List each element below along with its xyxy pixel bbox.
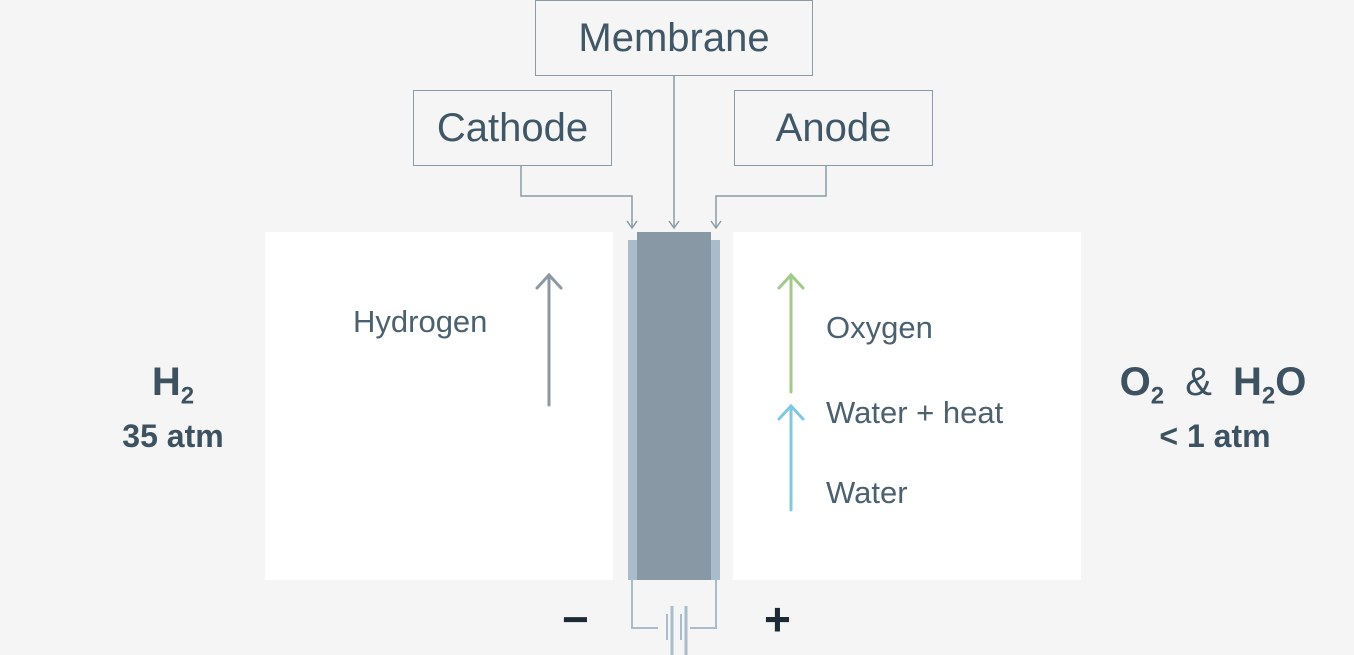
membrane-label-box: Membrane: [535, 0, 813, 76]
cathode-chamber: [265, 232, 613, 580]
oxygen-arrow: [777, 272, 805, 394]
negative-terminal: −: [562, 593, 589, 645]
anode-pressure: < 1 atm: [1159, 418, 1271, 454]
positive-terminal: +: [764, 593, 791, 645]
cathode-electrode: [628, 240, 637, 580]
hydrogen-arrow: [535, 272, 563, 407]
water-flow-label: Water: [826, 475, 908, 510]
battery-circuit: [631, 580, 717, 655]
cathode-label-box: Cathode: [413, 90, 612, 166]
hydrogen-flow-label: Hydrogen: [353, 304, 488, 339]
anode-leader: [710, 166, 827, 230]
oxygen-flow-label: Oxygen: [826, 310, 933, 345]
anode-label-box: Anode: [734, 90, 933, 166]
cathode-leader: [520, 166, 638, 230]
oxygen-water-formula: O2 & H2O: [1119, 360, 1307, 410]
hydrogen-formula: H2: [151, 360, 195, 410]
anode-label: Anode: [775, 105, 892, 150]
cathode-pressure: 35 atm: [122, 418, 224, 454]
membrane-bar: [637, 232, 711, 580]
membrane-leader: [668, 76, 680, 230]
anode-electrode: [711, 240, 720, 580]
water-heat-flow-label: Water + heat: [826, 395, 1004, 430]
cathode-label: Cathode: [436, 105, 589, 150]
membrane-label: Membrane: [578, 15, 770, 60]
water-arrow: [777, 403, 805, 512]
